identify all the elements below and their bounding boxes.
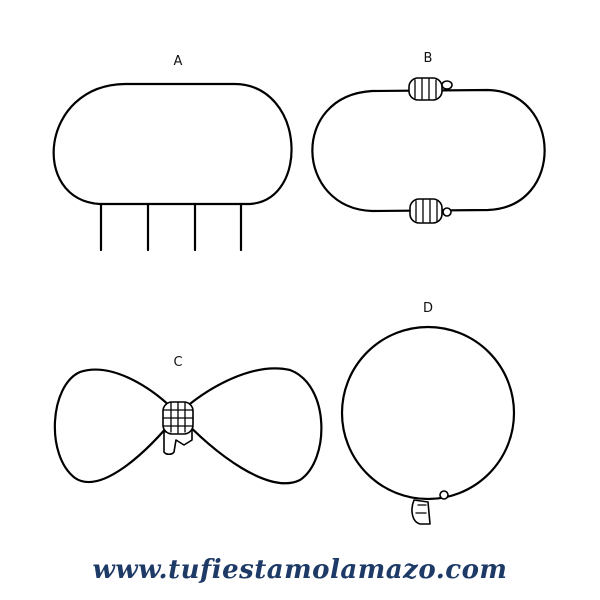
figure-b: B	[311, 51, 546, 224]
figure-a-oval-balloon	[52, 82, 293, 206]
figure-c: C	[53, 355, 323, 485]
figure-b-stadium-balloon	[311, 88, 546, 213]
figure-a-label: A	[174, 54, 183, 69]
figure-c-right-lobe	[176, 367, 323, 485]
figure-d-round-balloon	[340, 325, 516, 501]
figure-b-top-fist	[408, 77, 453, 101]
figure-b-bottom-fist	[409, 198, 452, 224]
figure-a: A	[52, 54, 293, 252]
figure-d: D	[340, 301, 516, 525]
figure-c-left-lobe	[53, 368, 180, 484]
website-watermark[interactable]: www.tufiestamolamazo.com	[92, 555, 508, 585]
figure-d-label: D	[423, 301, 433, 316]
figure-c-pinching-hand	[162, 401, 194, 456]
figure-d-holding-hand	[411, 490, 449, 525]
figure-c-label: C	[173, 355, 182, 370]
figure-b-label: B	[424, 51, 433, 66]
